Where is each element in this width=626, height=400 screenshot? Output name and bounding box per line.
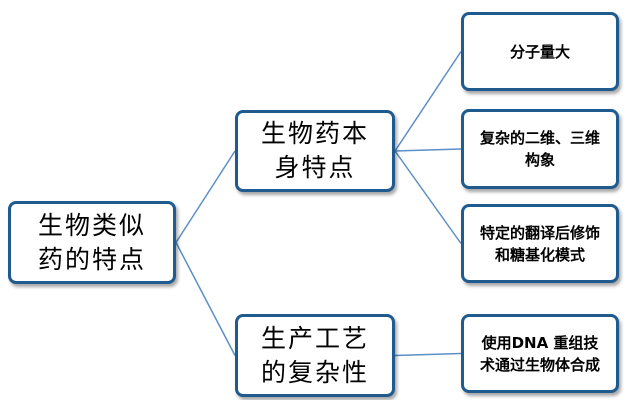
link-mid2-to-leaf-4	[394, 352, 462, 357]
link-mid1-to-leaf-1	[394, 51, 462, 152]
mid-node-label: 生产工艺的复杂性	[260, 323, 369, 387]
leaf-node-label: 分子量大	[509, 42, 570, 61]
mid-node-process-complexity: 生产工艺的复杂性	[235, 314, 395, 397]
mid-node-label: 生物药本身特点	[260, 119, 369, 182]
leaf-node-label: 使用DNA 重组技术通过生物体合成	[479, 333, 600, 374]
leaf-node-label: 特定的翻译后修饰和糖基化模式	[479, 223, 600, 264]
leaf-node-label: 复杂的二维、三维构象	[479, 129, 600, 169]
link-root-to-mid-2	[175, 242, 236, 356]
leaf-node-glycosylation: 特定的翻译后修饰和糖基化模式	[461, 204, 619, 283]
link-mid1-to-leaf-2	[394, 148, 462, 152]
root-node: 生物类似药的特点	[8, 201, 176, 284]
root-node-label: 生物类似药的特点	[37, 210, 146, 274]
mid-node-biologic-features: 生物药本身特点	[235, 110, 395, 192]
leaf-node-dna-recombination: 使用DNA 重组技术通过生物体合成	[461, 314, 619, 393]
link-mid1-to-leaf-3	[394, 150, 462, 244]
link-root-to-mid-1	[175, 150, 236, 243]
leaf-node-molecular-weight: 分子量大	[461, 12, 619, 91]
leaf-node-conformation: 复杂的二维、三维构象	[461, 109, 619, 189]
